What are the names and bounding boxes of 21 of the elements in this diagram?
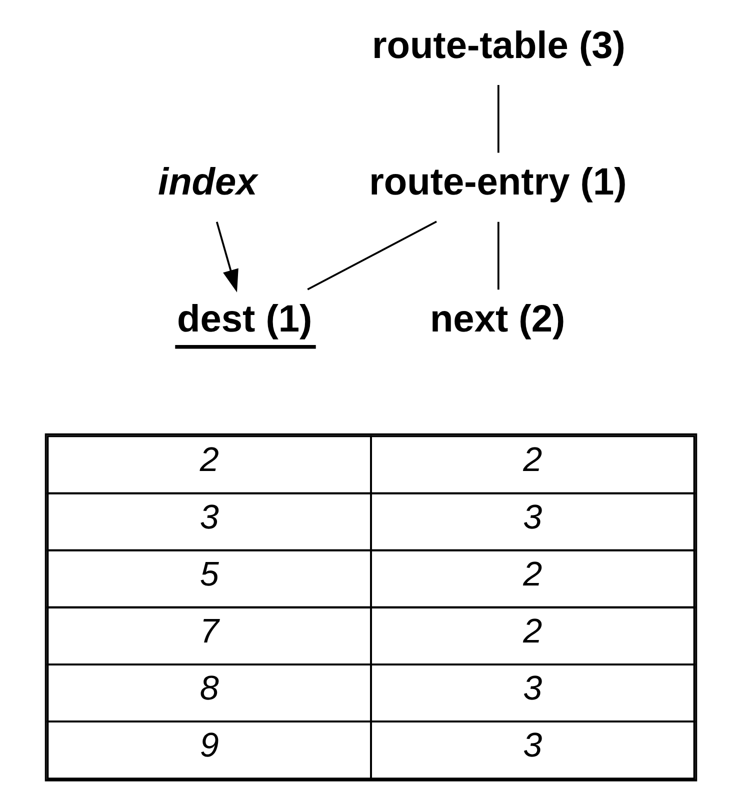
arrow — [216, 222, 238, 292]
label: 3 — [200, 498, 219, 536]
node-text: route-entry (1) — [369, 162, 627, 204]
label: 2 — [523, 612, 542, 650]
connector — [497, 222, 500, 290]
connector — [307, 220, 437, 290]
label: 3 — [523, 726, 542, 764]
label: 2 — [200, 441, 219, 480]
label: 2 — [523, 441, 542, 480]
label: 9 — [200, 726, 219, 764]
node-text: route-table (3) — [372, 24, 626, 67]
label: 2 — [523, 555, 542, 594]
label: 3 — [523, 498, 542, 536]
label: 7 — [200, 612, 219, 650]
node-text: index — [158, 162, 258, 204]
label: 8 — [200, 669, 219, 708]
node-text: next (2) — [430, 298, 566, 341]
label: 3 — [523, 669, 542, 708]
label: 5 — [200, 555, 219, 594]
connector — [497, 85, 500, 153]
node-text: dest (1) — [177, 298, 312, 341]
